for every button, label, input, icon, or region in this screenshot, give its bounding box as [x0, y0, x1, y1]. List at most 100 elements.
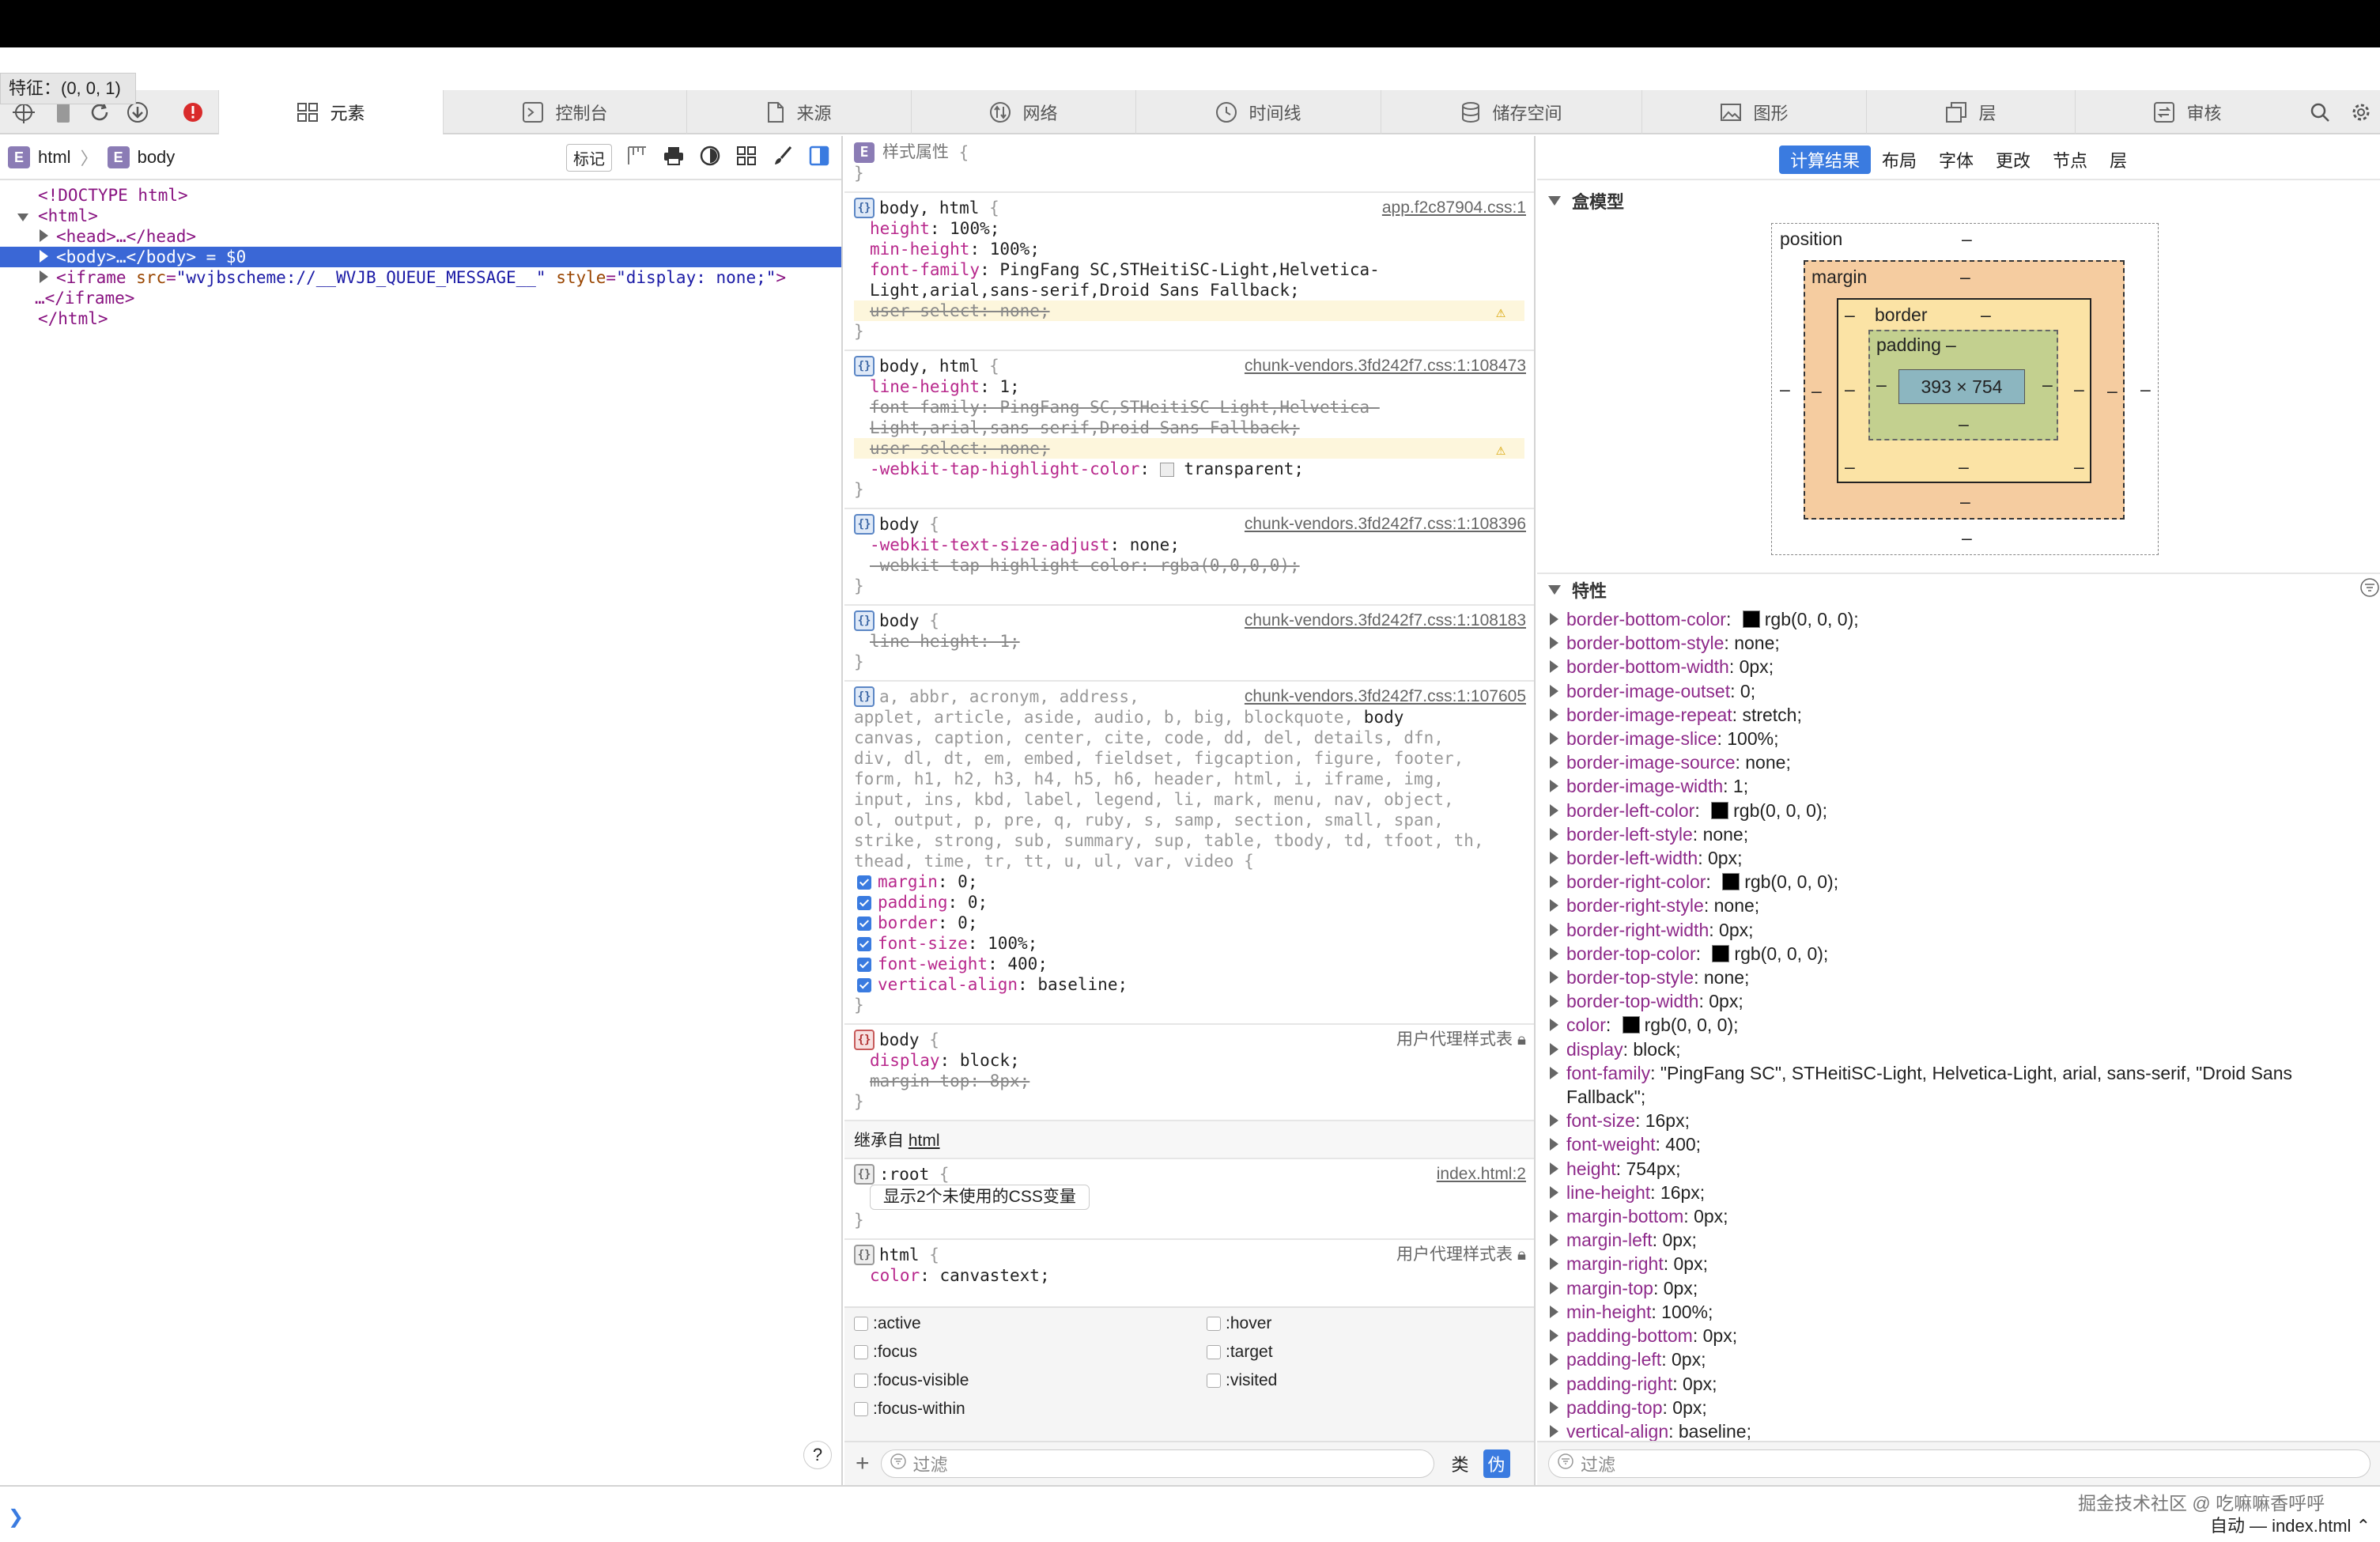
- computed-property-row[interactable]: border-top-color: rgb(0, 0, 0);: [1550, 942, 2380, 966]
- expand-triangle-icon[interactable]: [1550, 1114, 1558, 1128]
- pseudo-hover[interactable]: :hover: [1207, 1314, 1271, 1333]
- expand-triangle-icon[interactable]: [1550, 1305, 1558, 1318]
- pseudo-active[interactable]: :active: [854, 1314, 921, 1333]
- css-property[interactable]: font-size: 100%;: [854, 933, 1524, 954]
- color-swatch-icon[interactable]: [1742, 610, 1760, 628]
- css-property[interactable]: margin: 0;: [854, 871, 1524, 892]
- css-property[interactable]: min-height: 100%;: [870, 240, 1040, 259]
- computed-property-row[interactable]: line-height: 16px;: [1550, 1181, 2380, 1204]
- css-property[interactable]: font-family: PingFang SC,STHeitiSC-Light…: [870, 260, 1380, 279]
- css-property[interactable]: line-height: 1;: [870, 377, 1020, 396]
- expand-triangle-icon[interactable]: [1550, 1066, 1558, 1079]
- expand-triangle-icon[interactable]: [1548, 585, 1561, 595]
- color-swatch-icon[interactable]: [1622, 1016, 1640, 1034]
- tree-node-body-selected[interactable]: <body>…</body> = $0: [0, 247, 841, 267]
- color-swatch-icon[interactable]: [1722, 873, 1740, 891]
- properties-header[interactable]: 特性: [1537, 577, 2380, 603]
- tab-node[interactable]: 节点: [2053, 151, 2088, 171]
- expand-triangle-icon[interactable]: [1550, 1377, 1558, 1390]
- error-indicator-icon[interactable]: [179, 98, 207, 127]
- computed-property-row[interactable]: border-image-width: 1;: [1550, 774, 2380, 798]
- computed-property-row[interactable]: border-left-style: none;: [1550, 822, 2380, 846]
- computed-property-row[interactable]: border-left-color: rgb(0, 0, 0);: [1550, 799, 2380, 822]
- tab-console[interactable]: 控制台: [443, 90, 686, 134]
- stylesheet-link[interactable]: chunk-vendors.3fd242f7.css:1:108396: [1244, 515, 1526, 533]
- tab-changes[interactable]: 更改: [1996, 151, 2031, 171]
- device-icon[interactable]: [49, 98, 77, 127]
- collapse-triangle-icon[interactable]: [40, 250, 48, 263]
- computed-property-row[interactable]: border-top-width: 0px;: [1550, 989, 2380, 1013]
- stylesheet-link[interactable]: chunk-vendors.3fd242f7.css:1:107605: [1244, 687, 1526, 705]
- expand-triangle-icon[interactable]: [1550, 995, 1558, 1008]
- tab-timeline[interactable]: 时间线: [1135, 90, 1381, 134]
- css-selector[interactable]: body, html: [879, 198, 980, 217]
- crosshair-icon[interactable]: [9, 98, 38, 127]
- filter-options-icon[interactable]: [2359, 577, 2380, 603]
- pseudo-visited[interactable]: :visited: [1207, 1371, 1277, 1390]
- expand-triangle-icon[interactable]: [1550, 1400, 1558, 1414]
- print-icon[interactable]: [663, 145, 685, 172]
- add-rule-icon[interactable]: +: [856, 1450, 870, 1476]
- search-icon[interactable]: [2306, 98, 2334, 127]
- tab-sources[interactable]: 来源: [686, 90, 911, 134]
- computed-property-row[interactable]: border-bottom-color: rgb(0, 0, 0);: [1550, 607, 2380, 631]
- expand-triangle-icon[interactable]: [17, 214, 28, 221]
- computed-property-row[interactable]: margin-bottom: 0px;: [1550, 1204, 2380, 1228]
- computed-property-row[interactable]: border-bottom-width: 0px;: [1550, 655, 2380, 678]
- computed-filter-input[interactable]: 过滤: [1548, 1449, 2371, 1478]
- tab-graphics[interactable]: 图形: [1641, 90, 1866, 134]
- computed-property-row[interactable]: color: rgb(0, 0, 0);: [1550, 1013, 2380, 1037]
- pseudo-checkbox[interactable]: [854, 1402, 868, 1416]
- expand-triangle-icon[interactable]: [1550, 827, 1558, 841]
- css-property-overridden[interactable]: font-family: PingFang SC,STHeitiSC-Light…: [870, 398, 1380, 417]
- computed-property-row[interactable]: margin-right: 0px;: [1550, 1252, 2380, 1276]
- reload-icon[interactable]: [85, 98, 114, 127]
- expand-triangle-icon[interactable]: [1550, 1210, 1558, 1223]
- computed-property-row[interactable]: margin-top: 0px;: [1550, 1276, 2380, 1300]
- pseudo-checkbox[interactable]: [854, 1317, 868, 1331]
- computed-property-row[interactable]: padding-right: 0px;: [1550, 1372, 2380, 1396]
- expand-triangle-icon[interactable]: [1550, 1234, 1558, 1247]
- tab-network[interactable]: 网络: [911, 90, 1135, 134]
- tab-layers-detail[interactable]: 层: [2110, 151, 2128, 171]
- computed-property-row[interactable]: border-image-outset: 0;: [1550, 679, 2380, 703]
- appearance-icon[interactable]: [699, 145, 721, 172]
- pseudo-checkbox[interactable]: [854, 1374, 868, 1388]
- execution-context-select[interactable]: 自动 — index.html ⌃: [2210, 1512, 2371, 1537]
- computed-property-row[interactable]: display: block;: [1550, 1037, 2380, 1061]
- css-selector[interactable]: body, html: [879, 357, 980, 376]
- stylesheet-link[interactable]: chunk-vendors.3fd242f7.css:1:108183: [1244, 611, 1526, 629]
- console-prompt-icon[interactable]: ❯: [8, 1506, 25, 1528]
- tree-node-html[interactable]: <html>: [0, 206, 841, 226]
- property-checkbox[interactable]: [857, 978, 871, 992]
- expand-triangle-icon[interactable]: [1550, 613, 1558, 625]
- show-unused-variables-button[interactable]: 显示2个未使用的CSS变量: [870, 1185, 1090, 1210]
- pseudo-checkbox[interactable]: [1207, 1345, 1221, 1359]
- tree-node-doctype[interactable]: <!DOCTYPE html>: [38, 186, 188, 205]
- paintbrush-icon[interactable]: [772, 145, 794, 172]
- tab-storage[interactable]: 储存空间: [1381, 90, 1641, 134]
- collapse-triangle-icon[interactable]: [40, 270, 48, 283]
- expand-triangle-icon[interactable]: [1550, 1424, 1558, 1438]
- expand-triangle-icon[interactable]: [1550, 637, 1558, 650]
- property-checkbox[interactable]: [857, 896, 871, 910]
- property-checkbox[interactable]: [857, 958, 871, 972]
- computed-property-row[interactable]: padding-bottom: 0px;: [1550, 1324, 2380, 1347]
- computed-property-row[interactable]: min-height: 100%;: [1550, 1300, 2380, 1324]
- stylesheet-link[interactable]: index.html:2: [1436, 1165, 1526, 1183]
- computed-property-row[interactable]: margin-left: 0px;: [1550, 1228, 2380, 1252]
- expand-triangle-icon[interactable]: [1550, 852, 1558, 865]
- computed-property-row[interactable]: vertical-align: baseline;: [1550, 1419, 2380, 1443]
- css-property-overridden[interactable]: user-select: none;⚠: [854, 438, 1524, 459]
- help-button[interactable]: ?: [803, 1441, 832, 1469]
- computed-property-row[interactable]: border-image-slice: 100%;: [1550, 727, 2380, 750]
- expand-triangle-icon[interactable]: [1550, 684, 1558, 697]
- css-property[interactable]: border: 0;: [854, 913, 1524, 933]
- computed-property-row[interactable]: height: 754px;: [1550, 1157, 2380, 1181]
- expand-triangle-icon[interactable]: [1550, 1019, 1558, 1032]
- gear-icon[interactable]: [2347, 98, 2375, 127]
- computed-property-row[interactable]: border-top-style: none;: [1550, 966, 2380, 989]
- expand-triangle-icon[interactable]: [1550, 947, 1558, 960]
- tab-layers[interactable]: 层: [1866, 90, 2075, 134]
- css-selector[interactable]: body: [879, 1030, 920, 1049]
